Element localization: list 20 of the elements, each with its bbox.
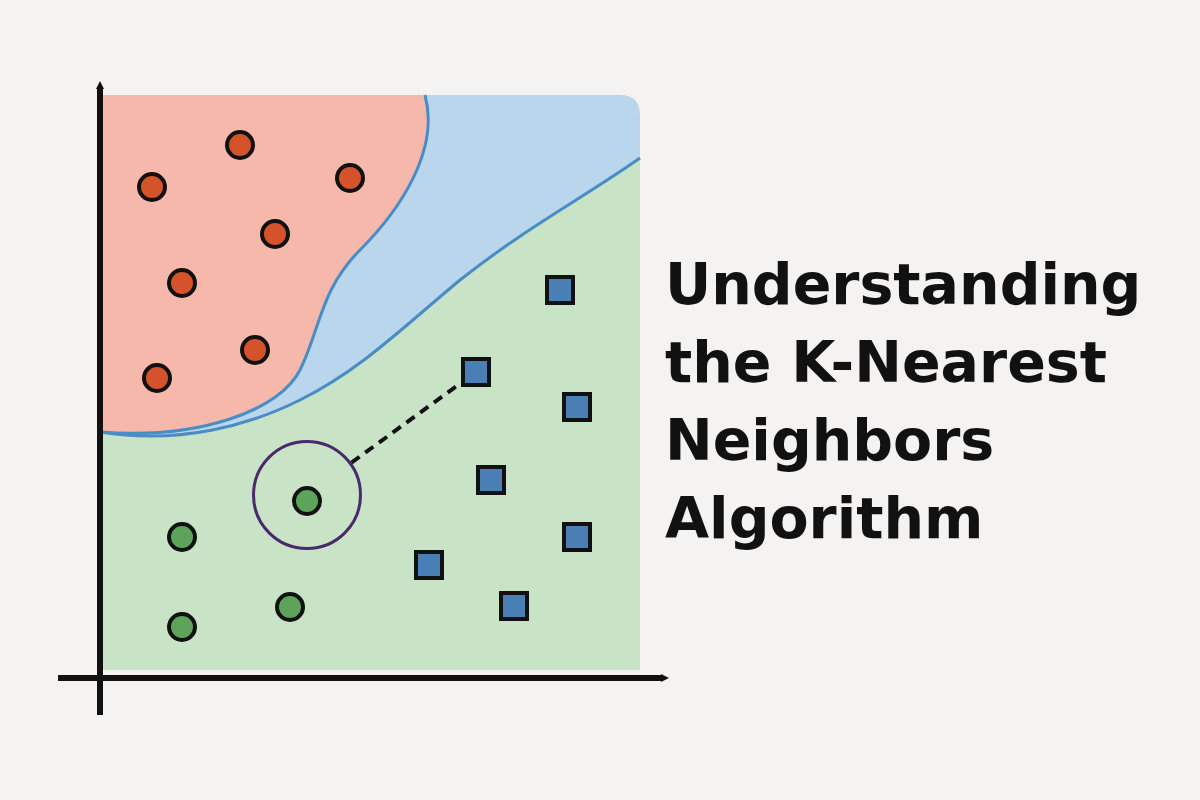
data-point [260,219,290,249]
data-point [275,592,305,622]
data-point [225,130,255,160]
neighborhood-circle [252,440,362,550]
data-point [137,172,167,202]
data-point [461,357,491,387]
data-point [414,550,444,580]
data-point [167,522,197,552]
data-point [142,363,172,393]
data-point [167,612,197,642]
data-point [562,522,592,552]
title-heading: Understanding the K-Nearest Neighbors Algorithm [665,250,1143,553]
data-point [545,275,575,305]
data-point [476,465,506,495]
data-point [335,163,365,193]
data-point [499,591,529,621]
data-point [240,335,270,365]
data-point [167,268,197,298]
data-point [292,486,322,516]
data-point [562,392,592,422]
